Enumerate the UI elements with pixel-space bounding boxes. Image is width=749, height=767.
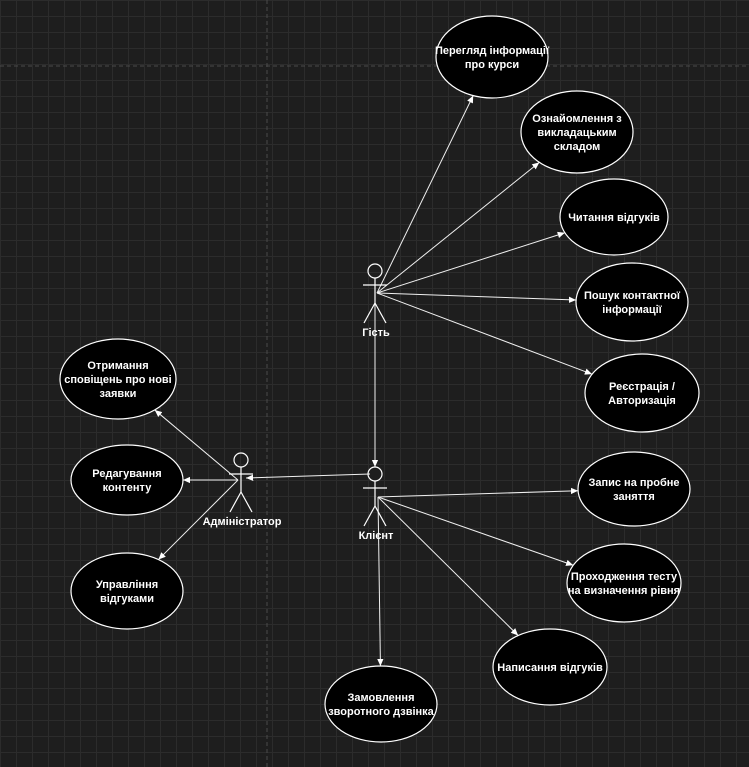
use-case-label-line: заявки — [100, 388, 137, 400]
use-case-label-line: інформації — [602, 304, 662, 316]
use-case-register[interactable]: Реєстрація / Авторизація — [584, 353, 700, 433]
actor-label: Гість — [362, 327, 390, 339]
association-guest-to-uc-view-courses — [376, 95, 474, 294]
association-guest-to-uc-contacts — [376, 292, 577, 303]
use-case-ellipse — [520, 90, 634, 174]
use-case-ellipse — [577, 451, 691, 527]
nodes: Перегляд інформації про курсиОзнайомлення… — [59, 15, 700, 743]
association-client-to-admin — [245, 473, 371, 481]
association-guest-to-uc-teachers — [376, 161, 540, 294]
actor-label: Клієнт — [359, 530, 394, 542]
actor-guest[interactable]: Гість — [362, 263, 390, 339]
use-case-label-line: викладацьким — [537, 127, 616, 139]
use-case-view-courses[interactable]: Перегляд інформації про курси — [435, 15, 550, 99]
use-case-label-line: Ознайомлення з — [532, 113, 622, 125]
use-case-edit-content[interactable]: Редагування контенту — [70, 444, 184, 516]
use-case-label-line: сповіщень про нові — [64, 374, 171, 386]
use-case-ellipse — [435, 15, 549, 99]
use-case-teachers[interactable]: Ознайомлення з викладацьким складом — [520, 90, 634, 174]
actor-client[interactable]: Клієнт — [359, 466, 394, 542]
use-case-ellipse — [70, 444, 184, 516]
use-case-label-line: Написання відгуків — [497, 662, 603, 674]
use-case-label-line: на визначення рівня — [568, 585, 680, 597]
use-case-label-line: зворотного дзвінка — [328, 706, 434, 718]
use-case-write-reviews[interactable]: Написання відгуків — [492, 628, 608, 706]
use-case-label-line: Запис на пробне — [588, 477, 679, 489]
use-case-manage-reviews[interactable]: Управління відгуками — [70, 552, 184, 630]
actor-left-leg — [363, 302, 376, 324]
use-case-label-line: Редагування — [92, 468, 161, 480]
use-case-notifications[interactable]: Отримання сповіщень про нові заявки — [59, 338, 177, 420]
use-case-contacts[interactable]: Пошук контактної інформації — [575, 262, 689, 342]
actor-head — [367, 466, 383, 482]
use-case-ellipse — [566, 543, 682, 623]
use-case-ellipse — [559, 178, 669, 256]
use-case-ellipse — [575, 262, 689, 342]
use-case-ellipse — [324, 665, 438, 743]
use-case-label-line: Отримання — [87, 360, 148, 372]
use-case-callback[interactable]: Замовлення зворотного дзвінка — [324, 665, 438, 743]
use-case-label-line: Читання відгуків — [568, 212, 660, 224]
association-client-to-uc-write-reviews — [377, 496, 519, 636]
use-case-ellipse — [70, 552, 184, 630]
use-case-label-line: Авторизація — [608, 395, 676, 407]
association-guest-to-uc-read-reviews — [376, 231, 566, 294]
use-case-label-line: контенту — [103, 482, 153, 494]
actor-right-leg — [240, 491, 253, 513]
use-case-label-line: складом — [554, 141, 601, 153]
use-case-label-line: Управління — [96, 579, 158, 591]
use-case-label-line: Замовлення — [347, 692, 414, 704]
use-case-ellipse — [59, 338, 177, 420]
use-case-ellipse — [584, 353, 700, 433]
use-case-label-line: Реєстрація / — [609, 381, 675, 393]
use-case-label-line: про курси — [465, 59, 519, 71]
actor-head — [367, 263, 383, 279]
use-case-label-line: відгуками — [100, 593, 154, 605]
use-case-trial[interactable]: Запис на пробне заняття — [577, 451, 691, 527]
use-case-level-test[interactable]: Проходження тесту на визначення рівня — [566, 543, 682, 623]
association-client-to-uc-level-test — [377, 496, 574, 566]
association-client-to-uc-trial — [377, 487, 579, 498]
use-case-label-line: заняття — [613, 491, 655, 503]
actor-right-leg — [374, 505, 387, 527]
use-case-label-line: Перегляд інформації — [435, 45, 550, 57]
actor-left-leg — [229, 491, 242, 513]
associations — [154, 95, 593, 667]
association-admin-to-uc-manage-reviews — [158, 479, 239, 560]
association-admin-to-uc-notifications — [154, 409, 239, 481]
association-guest-to-uc-register — [376, 292, 593, 375]
actor-head — [233, 452, 249, 468]
actor-right-leg — [374, 302, 387, 324]
actor-left-leg — [363, 505, 376, 527]
actor-admin[interactable]: Адміністратор — [203, 452, 282, 528]
use-case-label-line: Проходження тесту — [571, 571, 678, 583]
association-client-to-uc-callback — [377, 496, 384, 667]
use-case-ellipse — [492, 628, 608, 706]
actor-label: Адміністратор — [203, 516, 282, 528]
use-case-label-line: Пошук контактної — [584, 290, 681, 302]
use-case-read-reviews[interactable]: Читання відгуків — [559, 178, 669, 256]
